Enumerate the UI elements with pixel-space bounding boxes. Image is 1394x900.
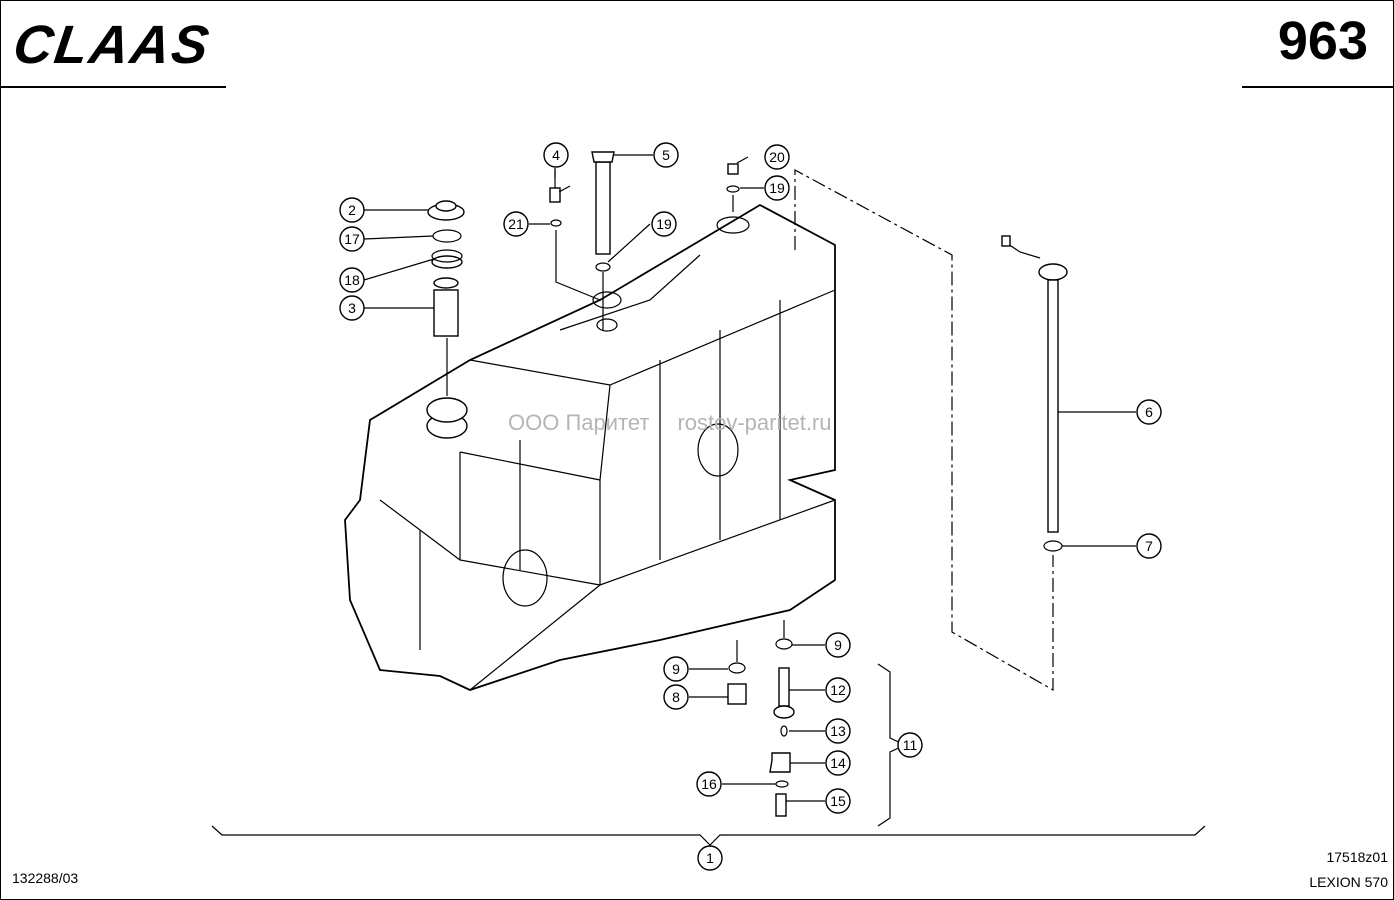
watermark: ООО Паритет rostov-paritet.ru	[508, 410, 860, 436]
svg-text:1: 1	[706, 850, 714, 866]
callout-7: 7	[1136, 533, 1162, 559]
svg-text:3: 3	[348, 300, 356, 316]
svg-text:9: 9	[834, 637, 842, 653]
svg-text:12: 12	[830, 682, 846, 698]
callout-12: 12	[825, 677, 851, 703]
callout-13: 13	[825, 718, 851, 744]
callout-14: 14	[825, 750, 851, 776]
callout-8: 8	[663, 684, 689, 710]
svg-text:17: 17	[344, 231, 360, 247]
callout-17: 17	[339, 226, 365, 252]
svg-text:20: 20	[769, 149, 785, 165]
watermark-site: rostov-paritet.ru	[677, 410, 832, 435]
callout-9-drain-plug: 9	[663, 656, 689, 682]
drawing-id: 17518z01	[1326, 849, 1388, 865]
callout-19-plug: 19	[764, 175, 790, 201]
callout-1: 1	[697, 845, 723, 871]
callout-20: 20	[764, 144, 790, 170]
vent-valve	[549, 170, 571, 203]
callout-15: 15	[825, 788, 851, 814]
filler-ring	[431, 249, 463, 269]
suction-pipe	[591, 151, 615, 330]
vent-o-ring	[550, 219, 562, 227]
svg-text:14: 14	[830, 755, 846, 771]
callout-21: 21	[503, 211, 529, 237]
callout-16: 16	[696, 771, 722, 797]
level-sender	[1001, 235, 1068, 552]
svg-text:7: 7	[1145, 538, 1153, 554]
callout-6: 6	[1136, 399, 1162, 425]
callout-4: 4	[543, 142, 569, 168]
callout-18: 18	[339, 267, 365, 293]
filler-cap	[427, 200, 465, 221]
svg-text:4: 4	[552, 147, 560, 163]
svg-text:15: 15	[830, 793, 846, 809]
callout-3: 3	[339, 295, 365, 321]
machine-model: LEXION 570	[1309, 874, 1388, 890]
svg-text:13: 13	[830, 723, 846, 739]
brand-underline	[0, 86, 226, 88]
page-number: 963	[1277, 11, 1368, 71]
plug	[726, 163, 740, 212]
svg-text:2: 2	[348, 202, 356, 218]
callout-9-drain-valve: 9	[825, 632, 851, 658]
strainer-basket	[433, 277, 459, 337]
callout-5: 5	[653, 142, 679, 168]
svg-text:18: 18	[344, 272, 360, 288]
watermark-company: ООО Паритет	[508, 410, 650, 435]
svg-text:21: 21	[508, 216, 524, 232]
drain-valve-assembly	[769, 620, 795, 817]
assembly-brace-1	[211, 825, 1206, 846]
svg-text:5: 5	[662, 147, 670, 163]
svg-text:19: 19	[656, 216, 672, 232]
svg-text:9: 9	[672, 661, 680, 677]
filler-neck	[426, 338, 468, 439]
drain-plug	[727, 640, 747, 705]
callout-2: 2	[339, 197, 365, 223]
svg-text:11: 11	[903, 737, 918, 753]
fuel-tank	[344, 203, 836, 691]
callout-11: 11	[897, 732, 923, 758]
svg-text:8: 8	[672, 689, 680, 705]
svg-text:19: 19	[769, 180, 785, 196]
filler-o-ring	[432, 229, 462, 243]
document-number: 132288/03	[12, 870, 79, 886]
svg-text:6: 6	[1145, 404, 1153, 420]
page-number-underline	[1242, 86, 1394, 88]
svg-text:16: 16	[701, 776, 717, 792]
callout-19-pipe: 19	[651, 211, 677, 237]
leader-lines	[363, 154, 1136, 846]
